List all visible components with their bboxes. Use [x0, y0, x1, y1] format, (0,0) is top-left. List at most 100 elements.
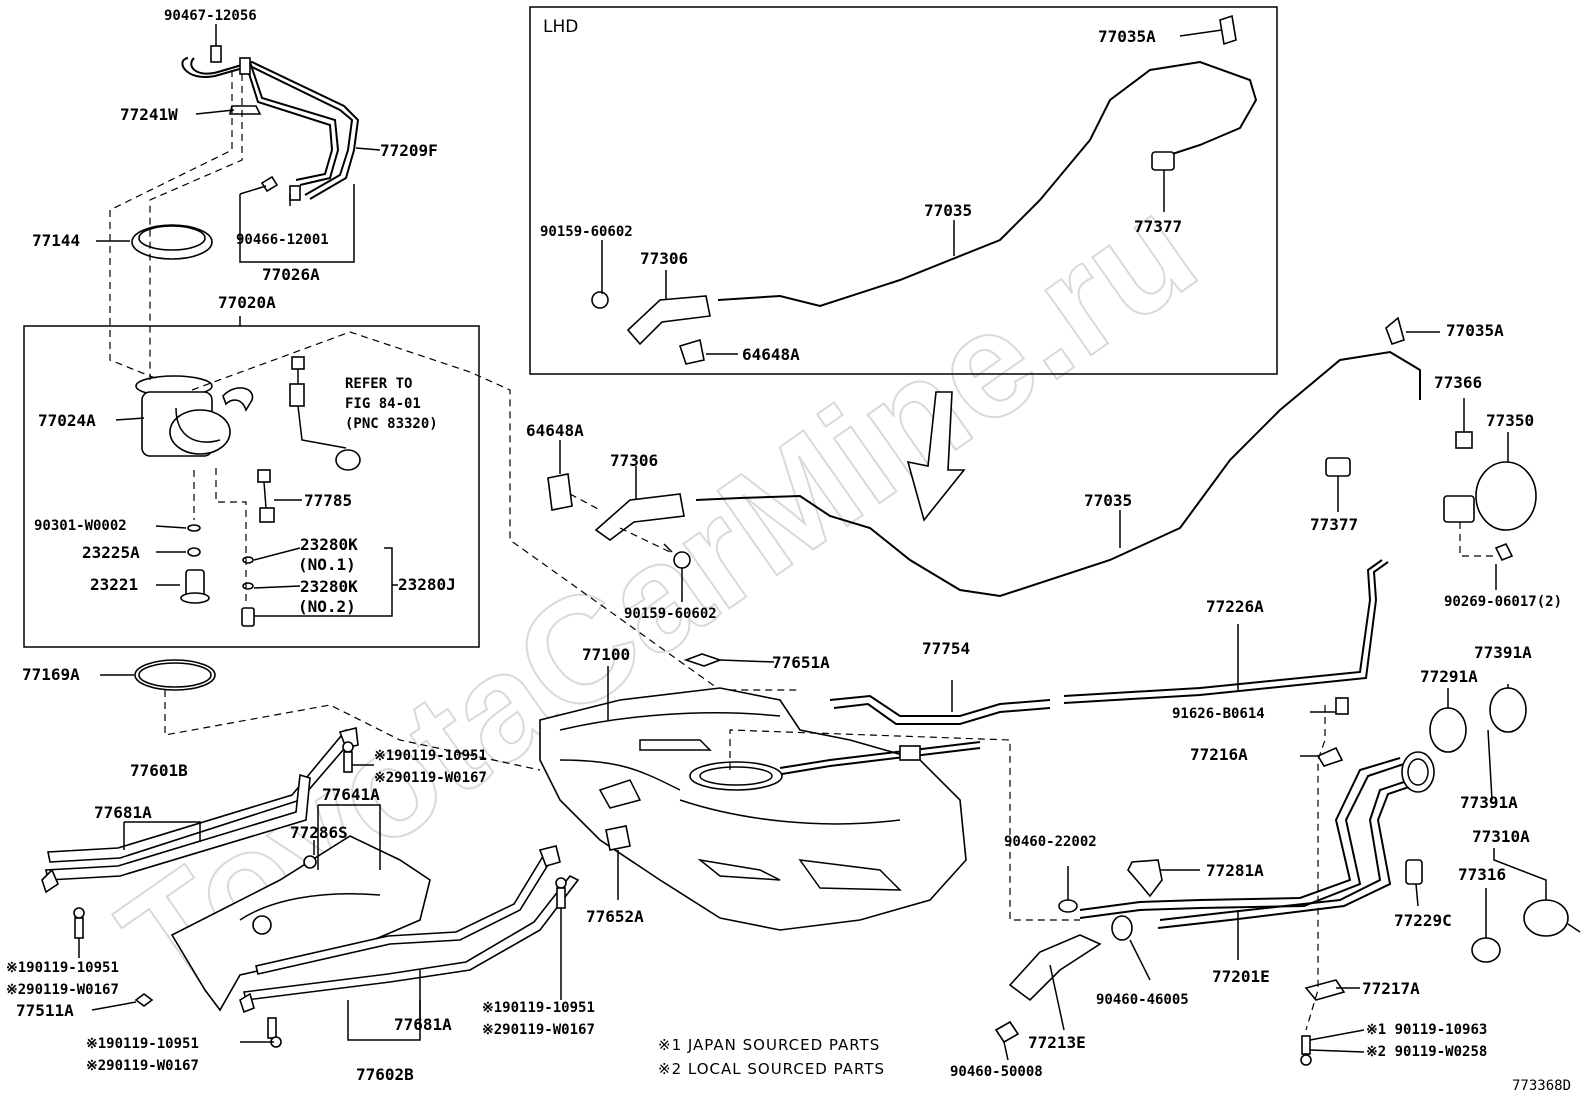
label-77144[interactable]: 77144: [32, 231, 80, 250]
lid-77350[interactable]: [1475, 461, 1537, 531]
label-77020A[interactable]: 77020A: [218, 293, 276, 312]
label-90460-50008[interactable]: 90460-50008: [950, 1064, 1043, 1080]
clamp-90460-22002[interactable]: [1058, 899, 1078, 913]
label-bolt-top-2[interactable]: ※290119-W0167: [374, 770, 487, 786]
lever-clip-64648A-mid[interactable]: [547, 473, 573, 511]
hinge-77366[interactable]: [1443, 431, 1475, 523]
cap-gasket-77316[interactable]: [1471, 937, 1501, 963]
label-77350[interactable]: 77350: [1486, 411, 1534, 430]
label-90466-12001[interactable]: 90466-12001: [236, 232, 329, 248]
inlet-hose-77213E[interactable]: [1008, 934, 1102, 1002]
lock-ring[interactable]: [131, 224, 213, 260]
label-90460-46005[interactable]: 90460-46005: [1096, 992, 1189, 1008]
label-90467-12056[interactable]: 90467-12056: [164, 8, 257, 24]
label-bolt-left-2[interactable]: ※290119-W0167: [6, 982, 119, 998]
label-77209F[interactable]: 77209F: [380, 141, 438, 160]
bolt-bottom-mid[interactable]: [555, 877, 567, 909]
label-77291A[interactable]: 77291A: [1420, 667, 1478, 686]
clamp-77217A[interactable]: [1304, 979, 1346, 1001]
opener-lever-77306-lhd[interactable]: [626, 295, 711, 346]
label-77216A[interactable]: 77216A: [1190, 745, 1248, 764]
fuel-pump-module[interactable]: [135, 375, 231, 457]
label-91626-B0614[interactable]: 91626-B0614: [1172, 706, 1265, 722]
lock-77377-lhd[interactable]: [1151, 151, 1175, 171]
breather-tube-77754[interactable]: [829, 694, 1051, 725]
label-77391A-top[interactable]: 77391A: [1474, 643, 1532, 662]
label-77169A[interactable]: 77169A: [22, 665, 80, 684]
rings-77391A[interactable]: [1429, 687, 1527, 753]
label-77035-lhd[interactable]: 77035: [924, 201, 972, 220]
hose-clip[interactable]: [260, 175, 279, 193]
label-23221[interactable]: 23221: [90, 575, 138, 594]
clamp-91626[interactable]: [1335, 697, 1349, 715]
label-77035A-lhd[interactable]: 77035A: [1098, 27, 1156, 46]
fuel-line-assembly[interactable]: [181, 45, 360, 201]
label-bolt-left-1[interactable]: ※190119-10951: [6, 960, 119, 976]
label-77241W[interactable]: 77241W: [120, 105, 178, 124]
label-bolt-bl-1[interactable]: ※190119-10951: [86, 1036, 199, 1052]
fuel-tank-band-upper[interactable]: [41, 727, 359, 894]
tank-vent-tube[interactable]: [779, 741, 981, 775]
label-77377-lhd[interactable]: 77377: [1134, 217, 1182, 236]
clip-77511A[interactable]: [134, 993, 154, 1007]
label-77652A[interactable]: 77652A: [586, 907, 644, 926]
label-77511A[interactable]: 77511A: [16, 1001, 74, 1020]
bracket-77281A[interactable]: [1127, 859, 1163, 898]
label-23225A[interactable]: 23225A: [82, 543, 140, 562]
fuel-tank[interactable]: [539, 687, 967, 931]
clip-64648A-lhd[interactable]: [678, 338, 705, 365]
label-77306-lhd[interactable]: 77306: [640, 249, 688, 268]
opener-cable-77035-lhd[interactable]: [717, 60, 1258, 308]
clip-77035A-lhd[interactable]: [1219, 14, 1237, 46]
label-bolt-br-2[interactable]: ※2 90119-W0258: [1366, 1044, 1487, 1060]
screw-90159-lhd[interactable]: [591, 291, 609, 309]
label-23280K-1[interactable]: 23280K: [300, 535, 358, 554]
label-77310A[interactable]: 77310A: [1472, 827, 1530, 846]
label-77316[interactable]: 77316: [1458, 865, 1506, 884]
bolt-top[interactable]: [342, 741, 354, 773]
breather-tube-77226A[interactable]: [1063, 559, 1389, 704]
bolt-left[interactable]: [73, 907, 85, 939]
label-bolt-bm-1[interactable]: ※190119-10951: [482, 1000, 595, 1016]
label-77377-mid[interactable]: 77377: [1310, 515, 1358, 534]
label-77785[interactable]: 77785: [304, 491, 352, 510]
label-77602B[interactable]: 77602B: [356, 1065, 414, 1084]
label-77226A[interactable]: 77226A: [1206, 597, 1264, 616]
label-bolt-top-1[interactable]: ※190119-10951: [374, 748, 487, 764]
label-77035A-mid[interactable]: 77035A: [1446, 321, 1504, 340]
label-77201E[interactable]: 77201E: [1212, 967, 1270, 986]
pump-gasket-piece[interactable]: [222, 387, 254, 412]
spring-90269[interactable]: [1494, 542, 1514, 562]
label-77024A[interactable]: 77024A: [38, 411, 96, 430]
opener-cable-77035-mid[interactable]: [695, 350, 1421, 598]
label-77213E[interactable]: 77213E: [1028, 1033, 1086, 1052]
label-77601B[interactable]: 77601B: [130, 761, 188, 780]
label-23280K-2[interactable]: 23280K: [300, 577, 358, 596]
label-77306-mid[interactable]: 77306: [610, 451, 658, 470]
label-77651A[interactable]: 77651A: [772, 653, 830, 672]
label-64648A-mid[interactable]: 64648A: [526, 421, 584, 440]
opener-lever-77306-mid[interactable]: [594, 493, 685, 541]
label-bolt-bl-2[interactable]: ※290119-W0167: [86, 1058, 199, 1074]
label-bolt-bm-2[interactable]: ※290119-W0167: [482, 1022, 595, 1038]
label-90269-06017[interactable]: 90269-06017(2): [1444, 594, 1562, 610]
bolt-bottom-left[interactable]: [267, 1017, 282, 1048]
fuel-tank-protector[interactable]: [170, 835, 431, 1012]
fuel-inlet-pipe[interactable]: [1079, 751, 1435, 929]
label-77286S[interactable]: 77286S: [290, 823, 348, 842]
hose-clamp-90460-46005[interactable]: [1111, 915, 1133, 941]
label-90159-60602-lhd[interactable]: 90159-60602: [540, 224, 633, 240]
bolt-bottom-right[interactable]: [1300, 1035, 1312, 1066]
label-77754[interactable]: 77754: [922, 639, 970, 658]
label-77681A-bottom[interactable]: 77681A: [394, 1015, 452, 1034]
label-64648A-lhd[interactable]: 64648A: [742, 345, 800, 364]
clip-77229C[interactable]: [1405, 859, 1423, 885]
label-90159-60602-mid[interactable]: 90159-60602: [624, 606, 717, 622]
label-77391A-bottom[interactable]: 77391A: [1460, 793, 1518, 812]
label-77366[interactable]: 77366: [1434, 373, 1482, 392]
clamp-77216A[interactable]: [1316, 746, 1344, 767]
clamp-bracket[interactable]: [228, 105, 262, 115]
label-bolt-br-1[interactable]: ※1 90119-10963: [1366, 1022, 1487, 1038]
label-77217A[interactable]: 77217A: [1362, 979, 1420, 998]
lock-77377-mid[interactable]: [1325, 457, 1351, 477]
